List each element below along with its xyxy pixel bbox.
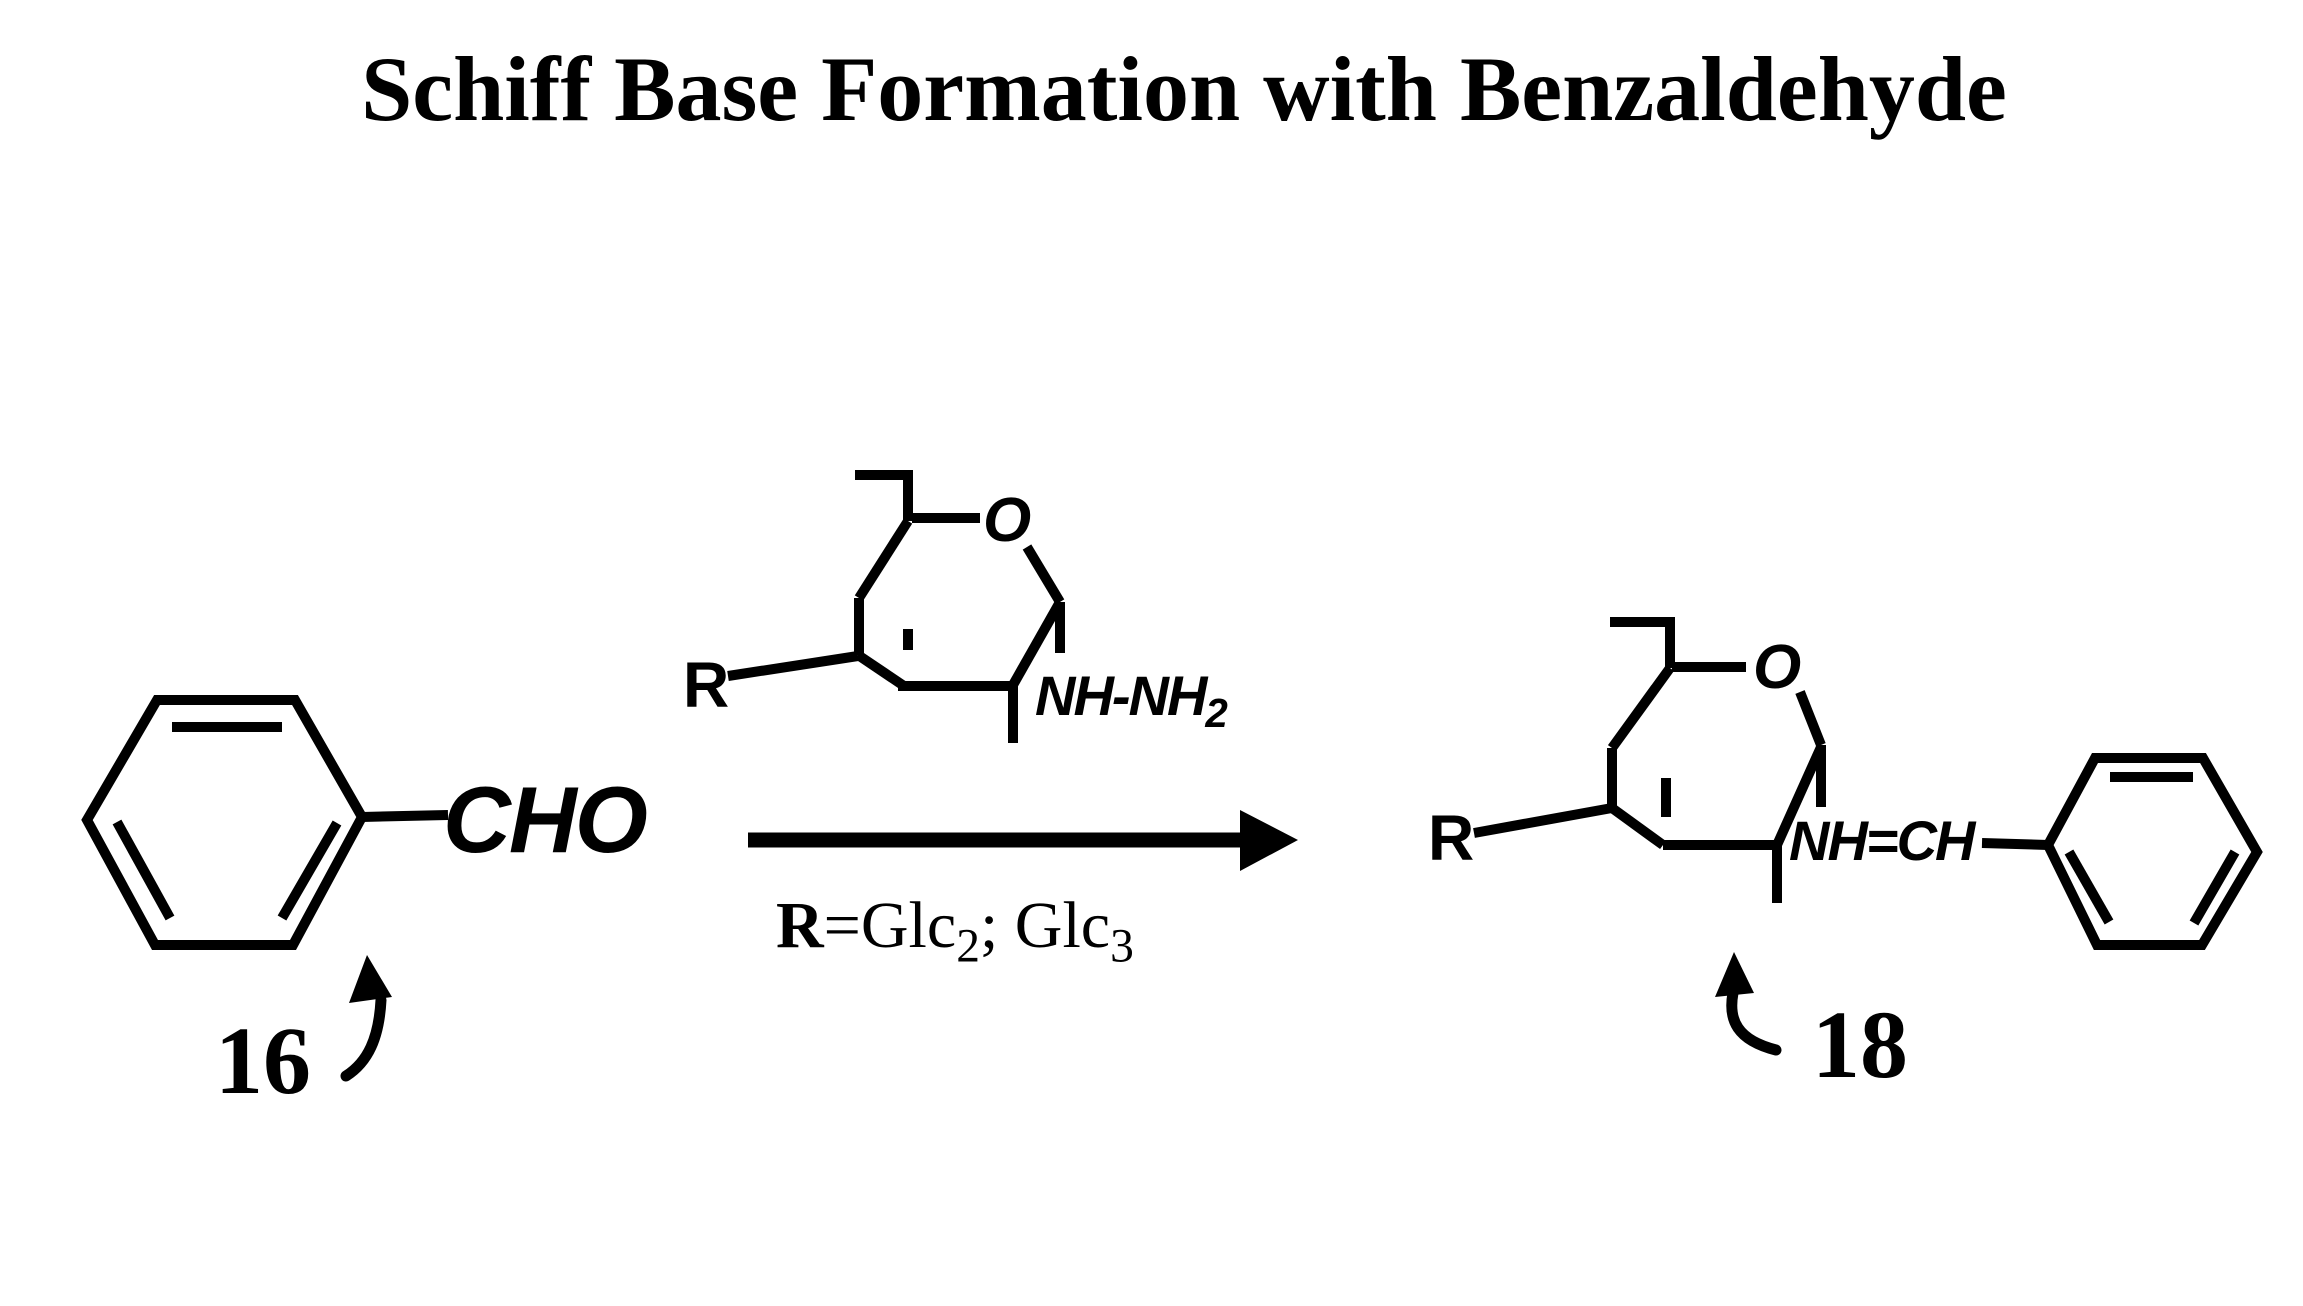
ch2-stub	[1610, 617, 1675, 668]
benzene-double-bond-right	[2189, 849, 2240, 926]
conditions-subscript-1: 2	[956, 920, 980, 973]
c1-c2-bond	[1772, 744, 1826, 848]
benzene-double-bond-left	[112, 819, 175, 921]
pointer-curve	[340, 994, 387, 1082]
benzaldehyde-structure	[81, 695, 449, 950]
cho-group-label: CHO	[443, 767, 648, 872]
pointer-curve	[1726, 987, 1782, 1056]
product-ring-oxygen-label: O	[1753, 633, 1801, 702]
hydrazide-group-label: NH-NH2	[1035, 668, 1228, 737]
r-bond	[727, 651, 859, 681]
conditions-eq-text: =Glc	[823, 889, 957, 962]
r-bond	[1473, 803, 1613, 838]
product-r-group-label: R	[1428, 802, 1475, 874]
reaction-arrow	[748, 810, 1298, 871]
imine-group-label: NH=CH	[1789, 809, 1975, 872]
conditions-subscript-2: 3	[1110, 920, 1134, 973]
bond-from-ch	[1981, 838, 2049, 850]
reagent-r-group-label: R	[683, 649, 730, 721]
hydrazide-subscript: 2	[1205, 690, 1228, 737]
product-phenyl-ring	[1981, 753, 2263, 950]
bond-to-cho	[361, 810, 449, 822]
ch2-stub	[855, 470, 913, 521]
product-sugar-structure	[1473, 617, 1826, 903]
label-18-pointer-arrow	[1715, 952, 1782, 1056]
label-16-pointer-arrow	[340, 955, 392, 1082]
o-c1-bond	[1022, 544, 1065, 605]
pointer-head	[349, 955, 392, 1003]
benzene-ring	[81, 695, 368, 950]
benzene-double-bond-right	[277, 820, 342, 921]
hydrazide-main-text: NH-NH	[1035, 664, 1207, 727]
benzene-double-bond-left	[2064, 849, 2114, 925]
scheme-title: Schiff Base Formation with Benzaldehyde	[361, 38, 2007, 140]
conditions-mid-text: ; Glc	[979, 889, 1111, 962]
c4-c5-bond	[1607, 665, 1675, 751]
c4-c5-bond	[854, 518, 913, 601]
pointer-head	[1715, 952, 1754, 997]
conditions-r-text: R	[776, 889, 824, 962]
compound-number-16: 16	[215, 1007, 311, 1114]
benzene-ring	[2042, 753, 2263, 950]
c1-c2-bond	[1008, 599, 1065, 688]
c3-c4-bond	[855, 650, 907, 691]
o-c1-bond	[1795, 690, 1826, 747]
reagent-ring-oxygen-label: O	[983, 486, 1031, 555]
hydrazide-sugar-structure	[727, 470, 1065, 743]
c3-c4-bond	[1609, 803, 1666, 850]
reaction-conditions-label: R=Glc2; Glc3	[776, 893, 1134, 971]
compound-number-18: 18	[1812, 991, 1908, 1098]
arrow-head	[1240, 810, 1298, 871]
